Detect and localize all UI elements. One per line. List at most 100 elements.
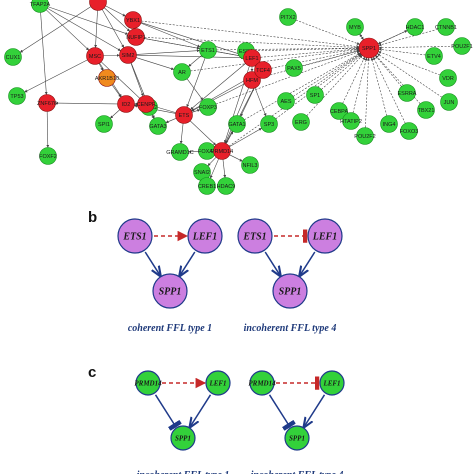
network-node-label: ESRRA (398, 91, 417, 97)
network-edge (45, 9, 90, 51)
motif-node-label: PRMD14 (134, 379, 162, 387)
network-node-circle (400, 122, 418, 140)
network-node: PITX2 (279, 8, 297, 26)
network-node-label: CREB1 (198, 184, 216, 190)
network-node-circle (292, 113, 310, 131)
network-edge (377, 53, 443, 98)
network-node-label: FOXF2 (39, 154, 57, 160)
network-edge (342, 56, 365, 104)
network-node-label: GATA3 (149, 124, 166, 130)
network-node: CEBPA (330, 102, 348, 120)
network-node: NFIL3 (241, 156, 259, 174)
network-node: SPI1 (95, 115, 113, 133)
network-node-label: SP1 (310, 93, 320, 99)
network-node-label: LEF1 (245, 56, 258, 62)
network-node-label: GRAMD1C (166, 150, 194, 156)
motif-node-circle (205, 370, 231, 396)
motif-node-label: SPP1 (175, 434, 191, 442)
network-edge (376, 30, 408, 45)
network-node-circle (228, 115, 246, 133)
network-edge (228, 53, 362, 147)
network-node-label: CENPF (137, 102, 156, 108)
network-node-circle (380, 115, 398, 133)
network-node-circle (440, 93, 458, 111)
network-node: GATA3 (149, 117, 167, 135)
network-edge (375, 55, 402, 87)
network-node-circle (346, 18, 364, 36)
motif-caption: incoherent FFL type 4 (244, 323, 337, 334)
network-edge (222, 159, 227, 178)
activation-edge (304, 394, 326, 427)
network-node-label: CUX1 (6, 55, 21, 61)
network-edge (101, 9, 125, 48)
activation-edge (190, 394, 212, 427)
network-edge (136, 54, 244, 60)
network-panel: CUX1TP53AKR1B10SPI1FOXF2GATA2GATA3ARFOXP… (4, 0, 473, 195)
network-edge (104, 7, 130, 32)
network-edge (370, 57, 388, 116)
network-node-circle (243, 71, 261, 89)
activation-edge (180, 251, 196, 276)
network-node: LEF1 (243, 49, 261, 67)
network-node-circle (8, 87, 26, 105)
network-node (89, 0, 107, 11)
motif-node: LEF1 (187, 218, 223, 254)
network-node-label: SP3 (264, 122, 274, 128)
network-node-circle (330, 102, 348, 120)
motif-node-circle (249, 370, 275, 396)
motif-node-label: SPP1 (289, 434, 305, 442)
network-edge (189, 120, 217, 146)
network-node-circle (213, 142, 231, 160)
network-node-label: FOXO3 (400, 129, 419, 135)
activation-edge (300, 251, 316, 276)
network-edge (165, 118, 177, 124)
network-node: HDAC1 (406, 18, 425, 36)
network-node: FOXF2 (39, 147, 57, 165)
panel-b-letter: b (88, 209, 97, 226)
network-edge (210, 158, 219, 179)
network-node-circle (356, 127, 374, 145)
motif-node-label: SPP1 (279, 287, 302, 298)
network-node-label: SPP1 (362, 46, 376, 52)
network-node-label: GATA1 (228, 122, 245, 128)
network-node-circle (89, 0, 107, 11)
network-node-label: ING4 (383, 122, 396, 128)
network-node-circle (406, 18, 424, 36)
network-node: ING4 (380, 115, 398, 133)
network-node-label: HDAC1 (406, 25, 425, 31)
network-node-circle (243, 49, 261, 67)
network-edge (190, 48, 360, 72)
network-edge (19, 6, 92, 53)
network-node-label: TFAP2A (30, 2, 51, 8)
motif-node: SPP1 (170, 425, 196, 451)
network-node-label: MSC (89, 54, 101, 60)
network-node-label: HTATIP2 (340, 119, 362, 125)
motif-node: SPP1 (152, 273, 188, 309)
network-edge (229, 154, 243, 162)
network-nodes: CUX1TP53AKR1B10SPI1FOXF2GATA2GATA3ARFOXP… (4, 0, 473, 195)
network-node-circle (117, 95, 135, 113)
network-node-label: ZNF676 (37, 101, 57, 107)
network-node-label: ID2 (122, 102, 131, 108)
network-node-circle (306, 86, 324, 104)
network-edge (110, 109, 120, 119)
network-edge (111, 84, 122, 98)
motif-node-label: ETS1 (242, 232, 266, 243)
network-node-circle (358, 37, 380, 59)
network-node: GRAMD1C (166, 143, 194, 161)
network-node-circle (439, 69, 457, 87)
network-node: FOXO3 (400, 122, 419, 140)
motif-node-circle (307, 218, 343, 254)
motif-node-label: SPP1 (159, 287, 182, 298)
network-node-circle (279, 8, 297, 26)
network-node-circle (453, 37, 471, 55)
network-node: HTATIP2 (340, 112, 362, 130)
network-node-circle (285, 59, 303, 77)
network-node-circle (31, 0, 49, 13)
network-node-circle (199, 41, 217, 59)
network-edge (191, 109, 201, 113)
network-node-label: YBX1 (126, 18, 140, 24)
